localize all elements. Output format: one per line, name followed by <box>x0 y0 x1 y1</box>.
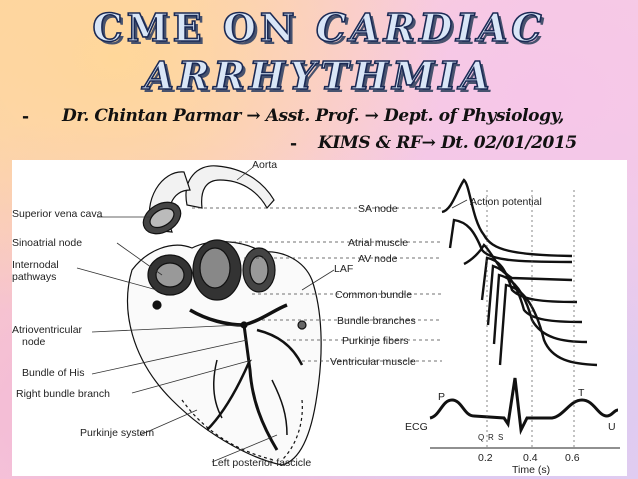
time-axis: 0.2 0.4 0.6 Time (s) <box>430 447 620 476</box>
label-bundle-branches: Bundle branches <box>337 315 416 327</box>
ecg-wave-s: S <box>498 433 503 442</box>
affiliation-line: KIMS & RF→ Dt. 02/01/2015 <box>318 133 577 153</box>
label-internodal-1: Internodal <box>12 259 59 271</box>
label-purkinje-fibers: Purkinje fibers <box>342 335 409 347</box>
ecg-wave-p: P <box>438 391 445 403</box>
time-tick-0: 0.2 <box>478 452 493 464</box>
label-sinoatrial-node: Sinoatrial node <box>12 237 82 249</box>
trace-ventricular-muscle <box>498 283 598 367</box>
bullet-2: - <box>290 134 298 154</box>
ecg-wave-u: U <box>608 421 616 433</box>
slide-title-line2: ARRHYTHMIA <box>144 53 494 99</box>
label-right-bundle-branch: Right bundle branch <box>16 388 110 400</box>
action-potential-arrow <box>451 199 468 209</box>
conduction-system-figure: Superior vena cava Sinoatrial node Inter… <box>12 160 627 476</box>
bullet-1: - <box>22 107 30 127</box>
time-axis-label: Time (s) <box>512 464 550 476</box>
time-tick-2: 0.6 <box>565 452 580 464</box>
label-laf: LAF <box>334 263 353 275</box>
label-av-node: AV node <box>358 253 398 265</box>
label-superior-vena-cava: Superior vena cava <box>12 208 103 220</box>
left-leader-lines <box>76 167 335 463</box>
author-line: Dr. Chintan Parmar → Asst. Prof. → Dept.… <box>62 106 564 126</box>
dashed-guides <box>192 207 442 362</box>
trace-common-bundle <box>480 256 578 304</box>
label-ventricular-muscle: Ventricular muscle <box>330 356 416 368</box>
label-aorta: Aorta <box>252 160 277 171</box>
trace-bundle-branches <box>486 264 583 326</box>
slide-title-line1: CME ON CARDIAC <box>0 5 638 51</box>
ecg-wave-r: R <box>488 433 494 442</box>
time-tick-1: 0.4 <box>523 452 538 464</box>
label-common-bundle: Common bundle <box>335 289 412 301</box>
trace-sa-node <box>441 178 573 258</box>
label-purkinje-system: Purkinje system <box>80 427 154 439</box>
heart-illustration <box>126 165 322 466</box>
label-left-posterior-fascicle: Left posterior fascicle <box>212 457 311 469</box>
label-bundle-of-his: Bundle of His <box>22 367 84 379</box>
time-gridlines <box>486 190 575 450</box>
label-sa-node: SA node <box>358 203 398 215</box>
title-emphasis: CARDIAC <box>315 5 546 51</box>
label-internodal-2: pathways <box>12 271 56 283</box>
label-av-node-2: node <box>22 336 46 348</box>
label-ecg: ECG <box>405 421 428 433</box>
label-atrial-muscle: Atrial muscle <box>348 237 408 249</box>
ecg-wave-q: Q <box>478 433 484 442</box>
label-action-potential: Action potential <box>470 196 542 208</box>
label-av-node-1: Atrioventricular <box>12 324 83 336</box>
ecg-wave-t: T <box>578 387 585 399</box>
conduction-diagram: Superior vena cava Sinoatrial node Inter… <box>12 160 620 476</box>
title-prefix: CME ON <box>92 5 299 51</box>
ecg-trace: P Q R S T U <box>429 377 619 442</box>
